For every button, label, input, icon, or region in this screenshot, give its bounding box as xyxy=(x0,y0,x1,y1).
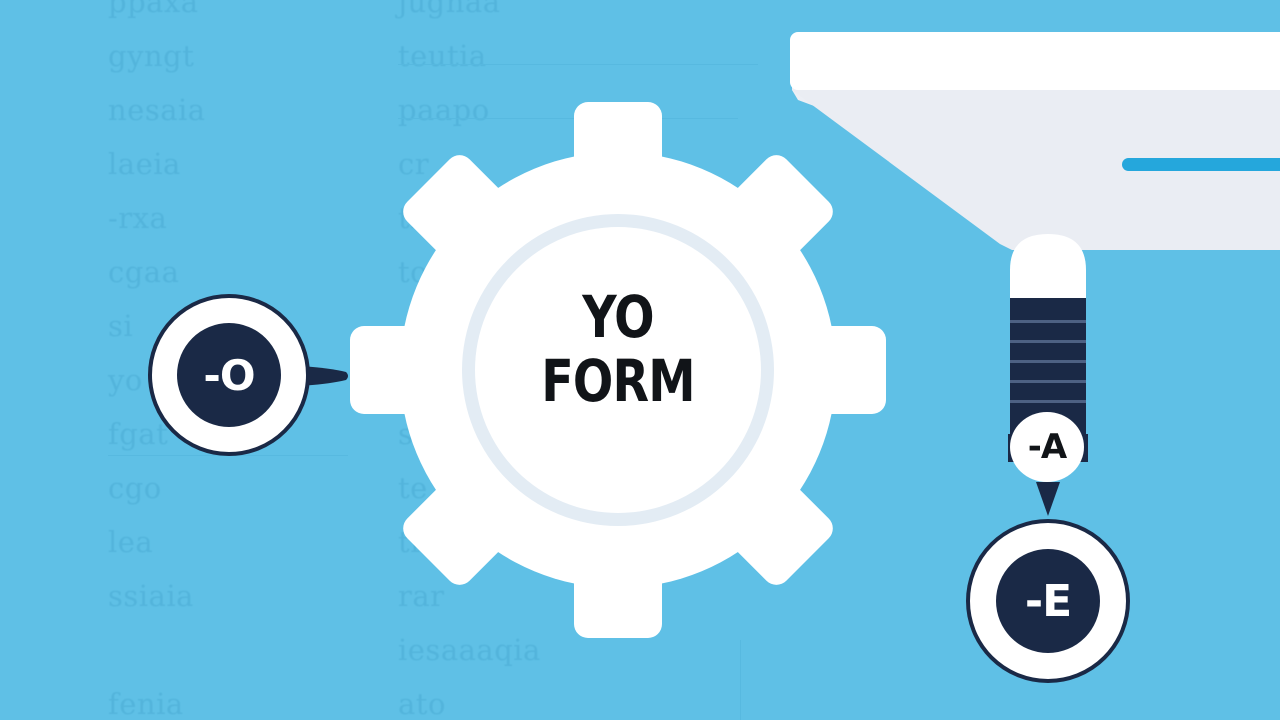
background-text: ssiaia xyxy=(108,579,194,613)
background-text: cgaa xyxy=(108,255,180,289)
background-divider xyxy=(740,640,741,720)
background-text: paapo xyxy=(398,93,490,127)
background-text: -rxa xyxy=(108,201,168,235)
bottom-right-badge-label: -E xyxy=(996,549,1100,653)
background-text: ato xyxy=(398,687,446,720)
funnel-icon xyxy=(790,32,1280,250)
background-text: iesaaaqia xyxy=(398,633,541,667)
gear-title-line2: FORM xyxy=(541,347,695,415)
background-text: cr xyxy=(398,147,430,181)
background-text: jugnaa xyxy=(398,0,501,19)
bottom-right-badge: -E xyxy=(966,519,1130,683)
gear-label-area: YO FORM xyxy=(348,100,888,640)
background-text: rar xyxy=(398,579,445,613)
gear-icon xyxy=(350,102,886,638)
background-divider xyxy=(398,64,758,65)
funnel-accent-bar xyxy=(1122,158,1280,171)
background-text: teutia xyxy=(398,39,487,73)
background-text: gyngt xyxy=(108,39,195,73)
background-text: nesaia xyxy=(108,93,206,127)
background-text: cgo xyxy=(108,471,162,505)
background-text: ppaxa xyxy=(108,0,199,19)
background-text-column-a: ppaxa gyngt nesaia laeia -rxa cgaa si yo… xyxy=(108,0,206,720)
background-text: si xyxy=(108,309,134,343)
left-badge: -O xyxy=(148,294,310,456)
left-connector xyxy=(300,366,348,386)
background-text: te xyxy=(398,471,428,505)
background-text: yo xyxy=(108,363,143,397)
background-divider xyxy=(398,118,738,119)
background-text: fenia xyxy=(108,687,184,720)
background-text: laeia xyxy=(108,147,181,181)
background-text: fgat xyxy=(108,417,169,451)
background-text: lea xyxy=(108,525,154,559)
gear-title-line1: YO xyxy=(582,283,654,351)
connector-badge: -A xyxy=(1010,412,1084,482)
left-badge-label: -O xyxy=(177,323,281,427)
